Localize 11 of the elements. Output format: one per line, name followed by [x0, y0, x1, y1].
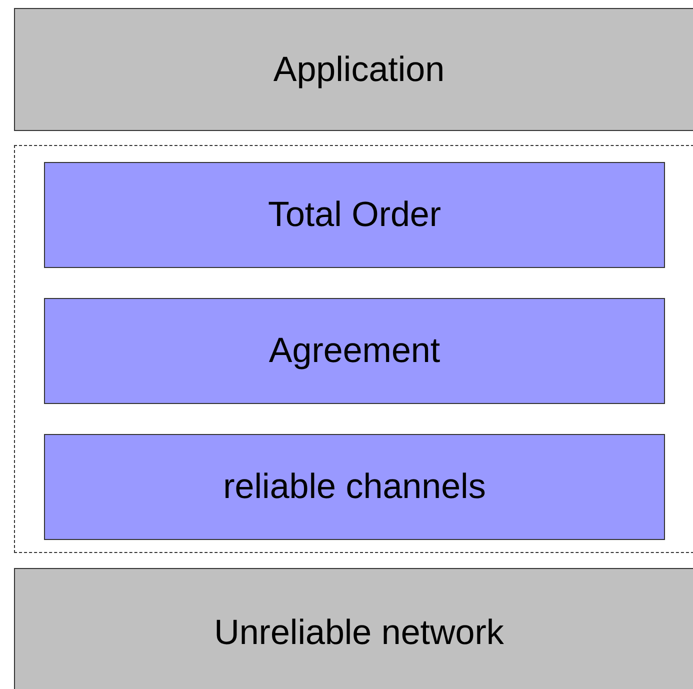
layer-box — [44, 434, 665, 540]
layer-box — [44, 162, 665, 268]
dashed-group-box — [14, 145, 693, 553]
layer-label: Application — [273, 50, 445, 90]
layer-label: reliable channels — [223, 467, 486, 507]
layer-label: Total Order — [268, 195, 442, 235]
layer-box — [14, 8, 693, 131]
layer-box — [44, 298, 665, 404]
layer-label: Unreliable network — [214, 613, 504, 653]
layer-label: Agreement — [268, 331, 440, 371]
layer-box — [14, 568, 693, 689]
